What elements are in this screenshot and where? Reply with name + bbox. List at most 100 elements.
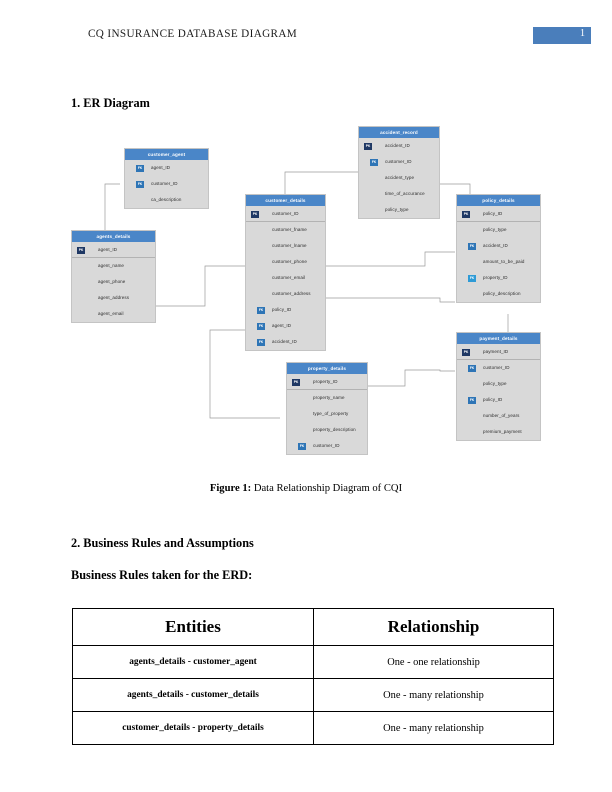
foreign-key-icon: FK <box>257 306 265 314</box>
field-label: customer_ID <box>385 159 412 164</box>
entity-field: FK accident_ID <box>457 238 540 254</box>
figure-caption: Figure 1: Data Relationship Diagram of C… <box>0 483 612 494</box>
entity-field: FK policy_ID <box>457 392 540 408</box>
page-number-badge: 1 <box>533 27 591 44</box>
business-rules-table: Entities Relationship agents_details - c… <box>72 608 554 745</box>
cell-relationship: One - many relationship <box>313 678 554 712</box>
entity-field: PK agent_ID <box>72 242 155 258</box>
entity-table-accident-record[interactable]: accident_record PK accident_ID FK custom… <box>358 126 440 219</box>
field-label: policy_ID <box>483 397 503 402</box>
table-row: agents_details - customer_agent One - on… <box>72 645 554 679</box>
field-label: agent_ID <box>272 323 292 328</box>
field-label: policy_type <box>385 207 409 212</box>
entity-title: payment_details <box>457 333 540 344</box>
field-label: agent_phone <box>98 279 126 284</box>
er-diagram: customer_agent FK agent_ID FK customer_I… <box>0 118 612 468</box>
entity-field: premium_payment <box>457 424 540 440</box>
entity-field: policy_type <box>359 202 439 218</box>
cell-entities: agents_details - customer_details <box>72 678 314 712</box>
figure-caption-text: Data Relationship Diagram of CQI <box>251 483 403 494</box>
table-row: agents_details - customer_details One - … <box>72 678 554 712</box>
entity-field: customer_fname <box>246 222 325 238</box>
field-label: type_of_property <box>313 411 349 416</box>
entity-field: agent_email <box>72 306 155 322</box>
entity-title: accident_record <box>359 127 439 138</box>
field-label: number_of_years <box>483 413 520 418</box>
primary-key-icon: PK <box>77 246 85 254</box>
field-label: customer_lname <box>272 243 307 248</box>
entity-title: policy_details <box>457 195 540 206</box>
entity-field: FK agent_ID <box>246 318 325 334</box>
table-row: customer_details - property_details One … <box>72 711 554 745</box>
entity-field: PK policy_ID <box>457 206 540 222</box>
entity-table-customer-details[interactable]: customer_details PK customer_ID customer… <box>245 194 326 351</box>
entity-title: property_details <box>287 363 367 374</box>
foreign-key-icon: FK <box>136 180 144 188</box>
entity-title: agents_details <box>72 231 155 242</box>
entity-field: ca_description <box>125 192 208 208</box>
field-label: property_ID <box>313 379 338 384</box>
entity-field: customer_lname <box>246 238 325 254</box>
entity-field: customer_address <box>246 286 325 302</box>
entity-field: FK customer_ID <box>287 438 367 454</box>
entity-field: customer_phone <box>246 254 325 270</box>
field-label: agent_email <box>98 311 124 316</box>
entity-field: PK customer_ID <box>246 206 325 222</box>
foreign-key-icon: FK <box>257 322 265 330</box>
field-label: accident_ID <box>272 339 297 344</box>
primary-key-icon: PK <box>364 142 372 150</box>
entity-table-agents-details[interactable]: agents_details PK agent_ID agent_name ag… <box>71 230 156 323</box>
figure-label: Figure 1: <box>209 483 252 494</box>
entity-field: PK accident_ID <box>359 138 439 154</box>
primary-key-icon: PK <box>462 348 470 356</box>
entity-table-customer-agent[interactable]: customer_agent FK agent_ID FK customer_I… <box>124 148 209 209</box>
entity-field: policy_type <box>457 376 540 392</box>
primary-key-icon: PK <box>251 210 259 218</box>
field-label: agent_name <box>98 263 125 268</box>
field-label: property_description <box>313 427 356 432</box>
field-label: policy_ID <box>483 211 503 216</box>
entity-field: customer_email <box>246 270 325 286</box>
foreign-key-icon: FK <box>370 158 378 166</box>
field-label: policy_description <box>483 291 521 296</box>
entity-title: customer_agent <box>125 149 208 160</box>
field-label: payment_ID <box>483 349 509 354</box>
column-header-relationship: Relationship <box>313 608 554 646</box>
field-label: agent_ID <box>98 247 118 252</box>
cell-relationship: One - many relationship <box>313 711 554 745</box>
entity-field: agent_phone <box>72 274 155 290</box>
entity-title: customer_details <box>246 195 325 206</box>
section-subheading-business-rules: Business Rules taken for the ERD: <box>71 568 253 582</box>
primary-key-icon: PK <box>292 378 300 386</box>
entity-table-payment-details[interactable]: payment_details PK payment_ID FK custome… <box>456 332 541 441</box>
entity-field: PK property_ID <box>287 374 367 390</box>
field-label: policy_ID <box>272 307 292 312</box>
foreign-key-icon: FK <box>257 338 265 346</box>
primary-key-icon: PK <box>462 210 470 218</box>
page-number-text: 1 <box>580 28 585 39</box>
entity-field: PK payment_ID <box>457 344 540 360</box>
field-label: time_of_accurance <box>385 191 425 196</box>
field-label: policy_type <box>483 381 507 386</box>
field-label: amount_to_be_paid <box>483 259 525 264</box>
field-label: customer_ID <box>483 365 510 370</box>
entity-table-policy-details[interactable]: policy_details PK policy_ID policy_type … <box>456 194 541 303</box>
field-label: customer_ID <box>151 181 178 186</box>
entity-field: FK property_ID <box>457 270 540 286</box>
foreign-key-icon: FK <box>468 396 476 404</box>
field-label: customer_email <box>272 275 306 280</box>
entity-table-property-details[interactable]: property_details PK property_ID property… <box>286 362 368 455</box>
section-heading-er-diagram: 1. ER Diagram <box>71 96 150 110</box>
foreign-key-icon: FK <box>298 442 306 450</box>
field-label: customer_fname <box>272 227 307 232</box>
field-label: agent_address <box>98 295 130 300</box>
table-header-row: Entities Relationship <box>72 608 554 646</box>
cell-entities: customer_details - property_details <box>72 711 314 745</box>
field-label: customer_ID <box>272 211 299 216</box>
er-connector-lines <box>104 171 509 419</box>
entity-field: time_of_accurance <box>359 186 439 202</box>
field-label: agent_ID <box>151 165 171 170</box>
field-label: accident_ID <box>483 243 508 248</box>
entity-field: property_name <box>287 390 367 406</box>
field-label: customer_ID <box>313 443 340 448</box>
